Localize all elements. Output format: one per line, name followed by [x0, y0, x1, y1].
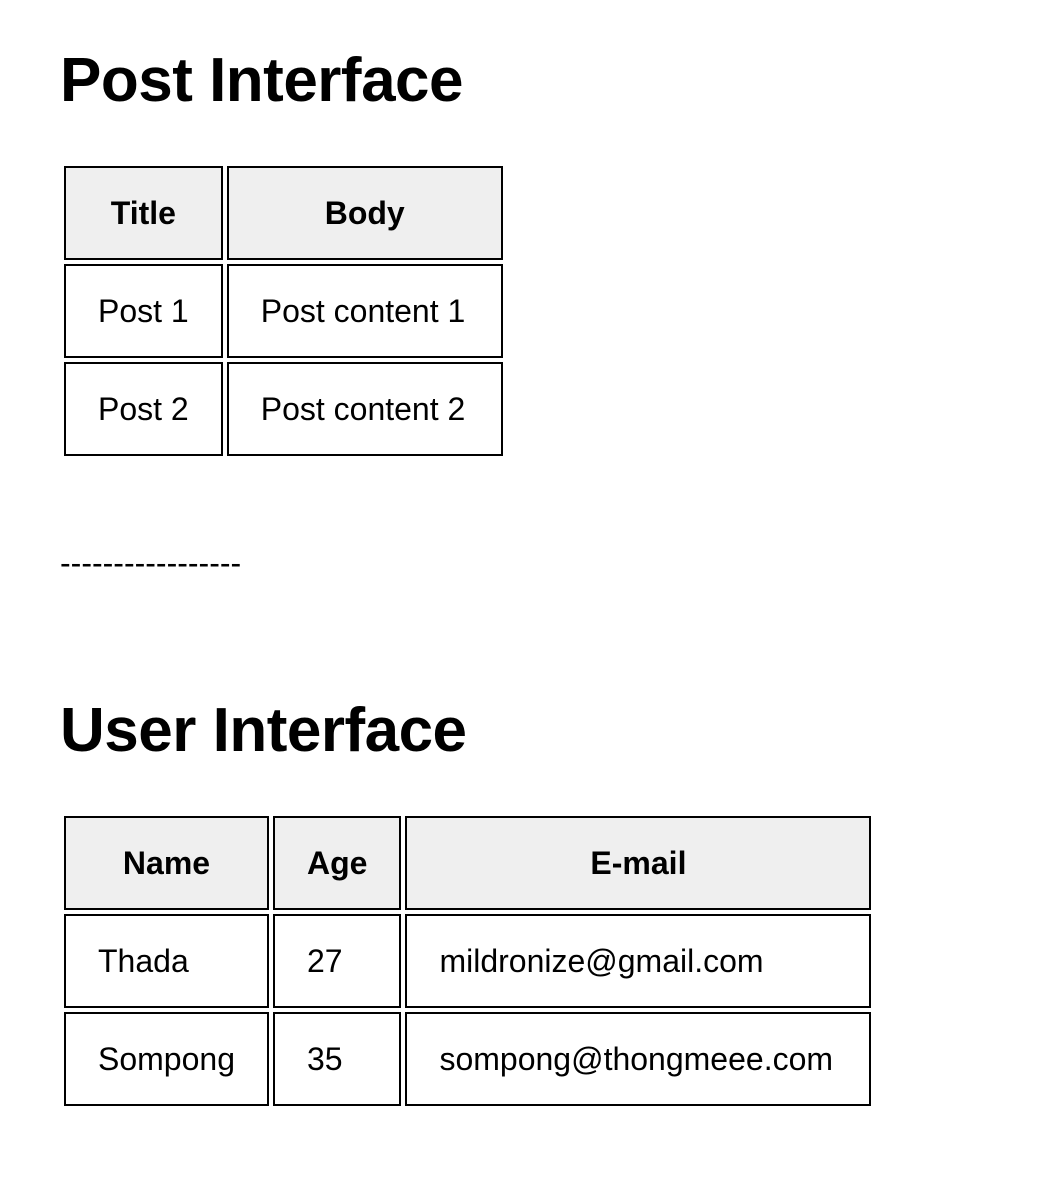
user-name-cell: Sompong — [64, 1012, 269, 1106]
post-body-cell: Post content 2 — [226, 362, 503, 456]
post-table: Title Body Post 1 Post content 1 Post 2 … — [60, 162, 507, 460]
post-column-title: Title — [64, 166, 223, 260]
user-column-age: Age — [272, 816, 402, 910]
post-title-cell: Post 1 — [64, 264, 223, 358]
post-title-cell: Post 2 — [64, 362, 223, 456]
user-email-cell: sompong@thongmeee.com — [405, 1012, 872, 1106]
user-name-cell: Thada — [64, 914, 269, 1008]
table-row: Sompong 35 sompong@thongmeee.com — [64, 1012, 872, 1106]
table-row: Thada 27 mildronize@gmail.com — [64, 914, 872, 1008]
table-row: Post 1 Post content 1 — [64, 264, 503, 358]
user-table-header-row: Name Age E-mail — [64, 816, 872, 910]
post-table-header-row: Title Body — [64, 166, 503, 260]
user-interface-heading: User Interface — [60, 696, 467, 765]
user-email-cell: mildronize@gmail.com — [405, 914, 872, 1008]
user-column-name: Name — [64, 816, 269, 910]
post-interface-heading: Post Interface — [60, 46, 464, 115]
user-table: Name Age E-mail Thada 27 mildronize@gmai… — [60, 812, 875, 1110]
user-age-cell: 27 — [272, 914, 402, 1008]
user-age-cell: 35 — [272, 1012, 402, 1106]
table-row: Post 2 Post content 2 — [64, 362, 503, 456]
section-separator: ----------------- — [60, 545, 242, 581]
post-column-body: Body — [226, 166, 503, 260]
post-body-cell: Post content 1 — [226, 264, 503, 358]
user-column-email: E-mail — [405, 816, 872, 910]
